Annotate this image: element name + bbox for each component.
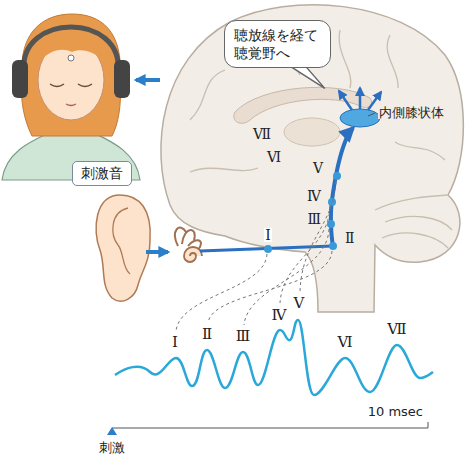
closed-eye <box>78 84 92 87</box>
thalamus <box>284 118 340 146</box>
wave-number: Ⅲ <box>306 212 322 226</box>
time-axis <box>112 428 428 429</box>
auditory-pathway <box>200 88 381 253</box>
wave-number: Ⅱ <box>344 231 356 245</box>
electrode <box>68 55 74 61</box>
node-text: 刺激音 <box>81 165 123 182</box>
wave-number: Ⅶ <box>252 127 272 141</box>
bangs <box>38 37 106 64</box>
axis-label: 10 msec <box>367 405 424 418</box>
ear <box>96 195 150 301</box>
dashed-leaders <box>176 181 336 331</box>
closed-eye <box>50 84 64 87</box>
peak-number: Ⅵ <box>336 335 353 350</box>
brain-outline <box>161 5 463 312</box>
ascending-pathway <box>331 128 353 246</box>
peak-number: Ⅱ <box>201 327 213 342</box>
semicircular-canals <box>175 228 201 250</box>
medial-geniculate <box>340 109 380 127</box>
dashed-leader <box>244 229 329 325</box>
axis-label: 刺激 <box>98 441 126 454</box>
peak-number: Ⅲ <box>235 329 251 344</box>
radiation-arrow <box>359 88 362 109</box>
hair <box>21 14 120 136</box>
ear-fold <box>113 208 130 274</box>
wave-number: Ⅵ <box>266 150 282 164</box>
peak-number: Ⅴ <box>293 296 306 311</box>
generator-dot <box>264 245 272 253</box>
node-text: 聴放線を経て 聴覚野へ <box>234 26 321 62</box>
stimulus-marker <box>107 427 117 435</box>
speech-bubble: 聴放線を経て 聴覚野へ <box>224 20 331 68</box>
leader-line <box>368 113 375 116</box>
headphone-band <box>24 27 118 72</box>
axis-tick <box>428 422 429 428</box>
wave-number: Ⅳ <box>306 189 322 203</box>
generator-dot <box>329 242 337 250</box>
abr-waveform <box>115 320 433 395</box>
sound-arrow <box>146 250 168 254</box>
mouth <box>66 104 76 106</box>
headphone-cup <box>114 60 130 98</box>
brain-figure <box>161 5 463 312</box>
headphone-cup <box>12 60 28 98</box>
dashed-leader <box>280 207 330 303</box>
cochlea <box>184 247 202 262</box>
radiation-arrow <box>339 91 352 110</box>
generator-dot <box>333 172 341 180</box>
person-figure <box>2 14 160 180</box>
generator-dot <box>327 220 335 228</box>
dashed-leader <box>300 181 336 291</box>
wave-number: Ⅰ <box>264 228 272 242</box>
bubble-tail <box>289 65 325 88</box>
peak-number: Ⅶ <box>386 322 407 337</box>
dashed-leader <box>208 251 332 323</box>
wave-number: Ⅴ <box>312 161 324 175</box>
structure-label: 内側膝状体 <box>378 106 445 119</box>
peak-number: Ⅰ <box>171 335 179 350</box>
dashed-leader <box>176 254 267 331</box>
label-box: 刺激音 <box>72 161 132 186</box>
cerebellum-line <box>375 195 452 248</box>
peak-number: Ⅳ <box>271 308 288 323</box>
sound-arrow <box>136 78 160 82</box>
